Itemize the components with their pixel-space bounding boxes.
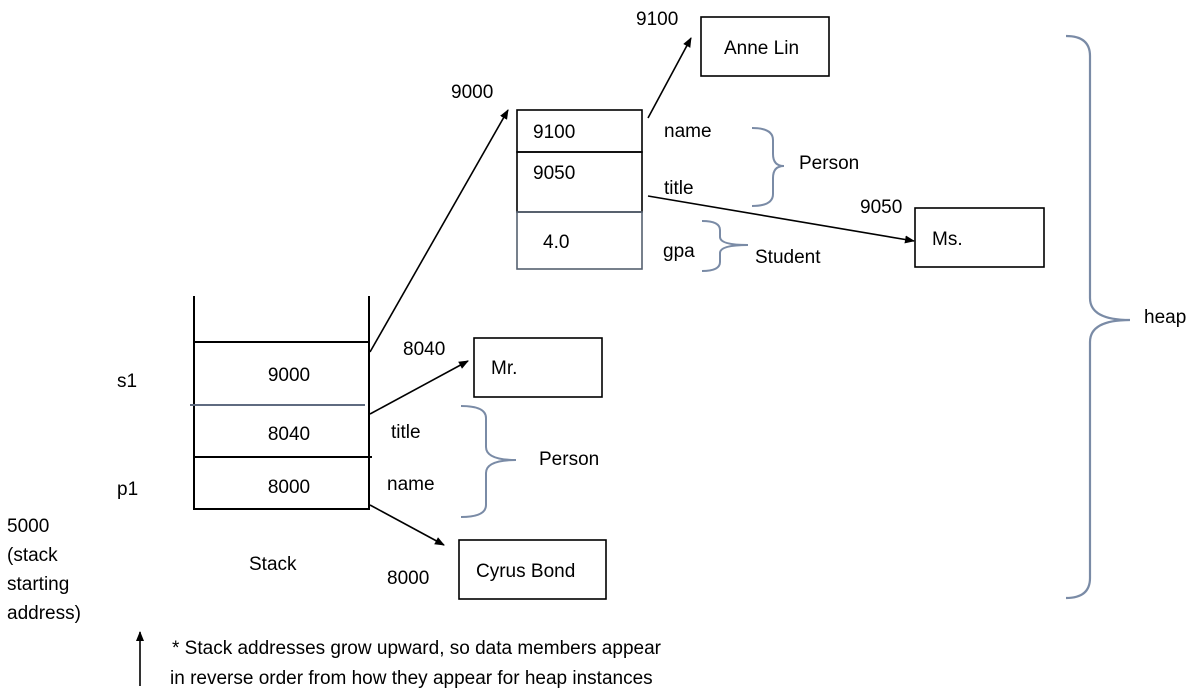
person-group-label-top: Person [799, 153, 859, 174]
start-address-line: address) [7, 603, 81, 624]
stack: 9000 8040 8000 Stack [190, 296, 372, 575]
cyrus-box [458, 539, 607, 600]
ms-box [914, 207, 1045, 268]
pointer-name-to-anne [647, 37, 692, 119]
student-field-title-label: title [664, 178, 694, 199]
pointer-title-to-mr [369, 360, 469, 415]
stack-start-address: 5000 (stack starting address) [7, 516, 81, 624]
cyrus-value: Cyrus Bond [476, 561, 575, 582]
student-name-value: 9100 [533, 122, 575, 143]
student-brace [701, 220, 749, 272]
student-gpa-value: 4.0 [543, 232, 569, 253]
note-line: * Stack addresses grow upward, so data m… [172, 638, 662, 659]
mr-value: Mr. [491, 358, 517, 379]
start-address-line: starting [7, 574, 69, 595]
ms-address: 9050 [860, 197, 902, 218]
note: * Stack addresses grow upward, so data m… [170, 638, 666, 689]
student-group-label: Student [755, 247, 821, 268]
pointer-name-to-cyrus [369, 504, 445, 546]
stack-cell-title: 8040 [268, 424, 310, 445]
student-title-value: 9050 [533, 163, 575, 184]
var-label-s1: s1 [117, 371, 137, 392]
anne-address: 9100 [636, 9, 678, 30]
pointer-title-to-ms [647, 195, 915, 244]
mr-address: 8040 [403, 339, 445, 360]
start-address-line: (stack [7, 545, 58, 566]
note-line: in reverse order from how they appear fo… [170, 668, 653, 689]
anne-box [700, 16, 830, 77]
student-field-gpa [516, 211, 643, 270]
pointer-s1-to-student [369, 109, 509, 353]
person-field-name-label: name [387, 474, 435, 495]
person-brace-top [751, 127, 785, 207]
cyrus-address: 8000 [387, 568, 429, 589]
stack-label: Stack [249, 554, 297, 575]
student-field-gpa-label: gpa [663, 241, 695, 262]
heap-brace [1065, 34, 1131, 600]
person-brace-bottom [460, 405, 517, 518]
ms-value: Ms. [932, 229, 963, 250]
student-address: 9000 [451, 82, 493, 103]
anne-value: Anne Lin [724, 38, 799, 59]
person-group-label-bottom: Person [539, 449, 599, 470]
student-field-name-label: name [664, 121, 712, 142]
mr-box [473, 337, 603, 398]
student-object: 9000 9100 9050 4.0 name title gpa [451, 82, 712, 270]
heap-label: heap [1144, 307, 1186, 328]
person-field-title-label: title [391, 422, 421, 443]
start-address-line: 5000 [7, 516, 49, 537]
stack-cell-s1: 9000 [268, 365, 310, 386]
stack-cell-name: 8000 [268, 477, 310, 498]
var-label-p1: p1 [117, 479, 138, 500]
